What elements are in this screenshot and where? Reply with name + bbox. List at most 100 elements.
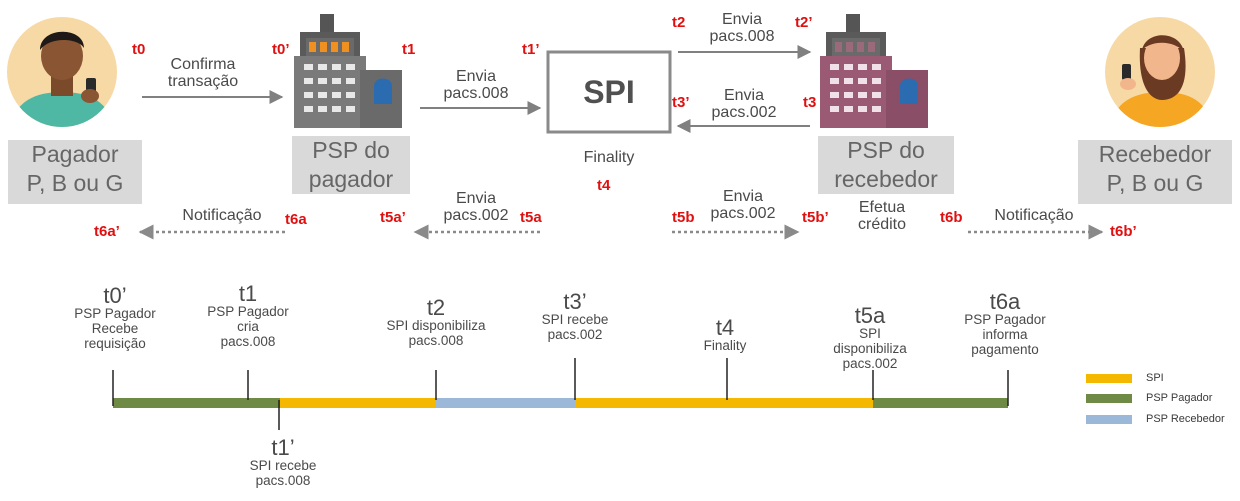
event-id: t5a xyxy=(854,303,886,328)
timeline-segment-psp-pagador-1 xyxy=(113,398,280,408)
envia-002-a-line2: pacs.002 xyxy=(711,103,777,121)
legend-item-psp-pagador: PSP Pagador xyxy=(1086,392,1212,404)
legend-swatch-psp-recebedor xyxy=(1086,414,1132,424)
pagador-avatar-icon xyxy=(7,17,117,127)
psp-recebedor-building-icon xyxy=(820,14,928,128)
timeline-event-t1: t1 PSP Pagador cria pacs.008 xyxy=(207,282,289,350)
envia-002-b-line2: pacs.002 xyxy=(443,206,509,224)
event-line: pacs.008 xyxy=(255,472,311,488)
time-label-t5b: t5b xyxy=(672,209,695,226)
psp-pagador-line1: PSP do xyxy=(312,137,390,163)
event-id: t4 xyxy=(715,315,735,340)
notificacao-label-a: Notificação xyxy=(182,207,262,224)
psp-pagador-label: PSP do pagador xyxy=(292,136,410,194)
legend-swatch-spi xyxy=(1086,373,1132,383)
time-label-t0-prime: t0’ xyxy=(272,41,290,58)
efetua-line1: Efetua xyxy=(858,199,906,216)
time-label-t5a-prime: t5a’ xyxy=(380,209,406,226)
event-line: Recebe xyxy=(91,320,139,336)
event-line: SPI recebe xyxy=(541,312,609,328)
event-line: requisição xyxy=(84,335,146,351)
time-label-t0: t0 xyxy=(132,41,146,58)
time-label-t6a: t6a xyxy=(285,211,307,228)
time-label-t1-prime: t1’ xyxy=(522,41,540,58)
psp-recebedor-line1: PSP do xyxy=(847,137,925,163)
legend-label: PSP Pagador xyxy=(1146,392,1213,404)
event-id: t0’ xyxy=(103,283,127,308)
legend-item-spi: SPI xyxy=(1086,372,1164,384)
efetua-credito-label: Efetua crédito xyxy=(858,199,906,234)
timeline-segment-spi-2 xyxy=(575,398,873,408)
timeline-event-t4: t4 Finality xyxy=(704,316,747,354)
event-id: t1’ xyxy=(271,435,295,460)
timeline-ticks xyxy=(112,358,1009,430)
legend-label: PSP Recebedor xyxy=(1146,413,1225,425)
envia-pacs002-label-a: Envia pacs.002 xyxy=(711,87,777,122)
envia-pacs008-label-a: Envia pacs.008 xyxy=(443,68,509,103)
pagador-label: Pagador P, B ou G xyxy=(8,140,142,204)
timeline-event-t0-prime: t0’ PSP Pagador Recebe requisição xyxy=(74,284,156,352)
time-label-t6b: t6b xyxy=(940,209,963,226)
time-label-t5b-prime: t5b’ xyxy=(802,209,829,226)
event-line: pacs.008 xyxy=(220,333,276,349)
time-label-t5a: t5a xyxy=(520,209,542,226)
envia-pacs002-label-c: Envia pacs.002 xyxy=(710,188,776,223)
event-line: PSP Pagador xyxy=(74,306,156,322)
envia-008-b-line2: pacs.008 xyxy=(709,27,775,45)
event-line: PSP Pagador xyxy=(964,312,1046,328)
psp-recebedor-label: PSP do recebedor xyxy=(818,136,954,194)
event-id: t3’ xyxy=(563,289,587,314)
envia-008-a-line1: Envia xyxy=(455,68,497,85)
envia-pacs008-label-b: Envia pacs.008 xyxy=(709,11,775,46)
event-line: SPI recebe xyxy=(249,458,317,474)
event-line: informa xyxy=(982,326,1028,342)
timeline-event-t1-prime: t1’ SPI recebe pacs.008 xyxy=(250,436,317,489)
envia-002-b-line1: Envia xyxy=(455,190,497,207)
finality-label: Finality xyxy=(583,149,635,166)
recebedor-name: Recebedor xyxy=(1098,141,1212,167)
time-label-t2-prime: t2’ xyxy=(795,14,813,31)
spi-box-label: SPI xyxy=(583,74,635,110)
event-line: pacs.008 xyxy=(408,332,464,348)
pagador-type: P, B ou G xyxy=(26,169,124,196)
event-line: SPI disponibiliza xyxy=(386,318,486,334)
event-line: pagamento xyxy=(971,341,1039,357)
event-id: t1 xyxy=(238,281,258,306)
time-label-t3-prime: t3’ xyxy=(672,94,690,111)
confirma-line2: transação xyxy=(167,72,239,90)
psp-pagador-line2: pagador xyxy=(308,165,394,192)
timeline-event-t2: t2 SPI disponibiliza pacs.008 xyxy=(386,296,485,349)
event-line: SPI xyxy=(859,326,881,342)
confirma-line1: Confirma xyxy=(170,56,236,73)
timeline-segment-psp-recebedor xyxy=(436,398,575,408)
spi-box xyxy=(546,50,672,134)
time-label-t6a-prime: t6a’ xyxy=(94,223,120,240)
psp-pagador-building-icon xyxy=(294,14,402,128)
envia-002-c-line1: Envia xyxy=(722,188,764,205)
event-line: pacs.002 xyxy=(547,326,603,342)
timeline-segment-spi-1 xyxy=(280,398,436,408)
timeline-event-t6a: t6a PSP Pagador informa pagamento xyxy=(964,290,1046,358)
time-label-t2: t2 xyxy=(672,14,686,31)
psp-recebedor-line2: recebedor xyxy=(834,165,938,192)
time-label-t4: t4 xyxy=(597,177,611,194)
event-line: Finality xyxy=(703,338,747,354)
event-id: t6a xyxy=(989,289,1021,314)
timeline-event-t5a: t5a SPI disponibiliza pacs.002 xyxy=(833,304,907,372)
confirma-transacao-label: Confirma transação xyxy=(167,56,239,91)
time-label-t1: t1 xyxy=(402,41,416,58)
legend-item-psp-recebedor: PSP Recebedor xyxy=(1086,413,1225,425)
envia-002-c-line2: pacs.002 xyxy=(710,204,776,222)
legend-label: SPI xyxy=(1146,372,1164,384)
time-label-t3: t3 xyxy=(803,94,817,111)
pagador-name: Pagador xyxy=(31,141,119,167)
envia-pacs002-label-b: Envia pacs.002 xyxy=(443,190,509,225)
event-line: PSP Pagador xyxy=(207,304,289,320)
envia-008-a-line2: pacs.008 xyxy=(443,84,509,102)
recebedor-type: P, B ou G xyxy=(1106,169,1204,196)
envia-008-b-line1: Envia xyxy=(721,11,763,28)
recebedor-avatar-icon xyxy=(1105,17,1215,127)
envia-002-a-line1: Envia xyxy=(723,87,765,104)
legend-swatch-psp-pagador xyxy=(1086,393,1132,403)
